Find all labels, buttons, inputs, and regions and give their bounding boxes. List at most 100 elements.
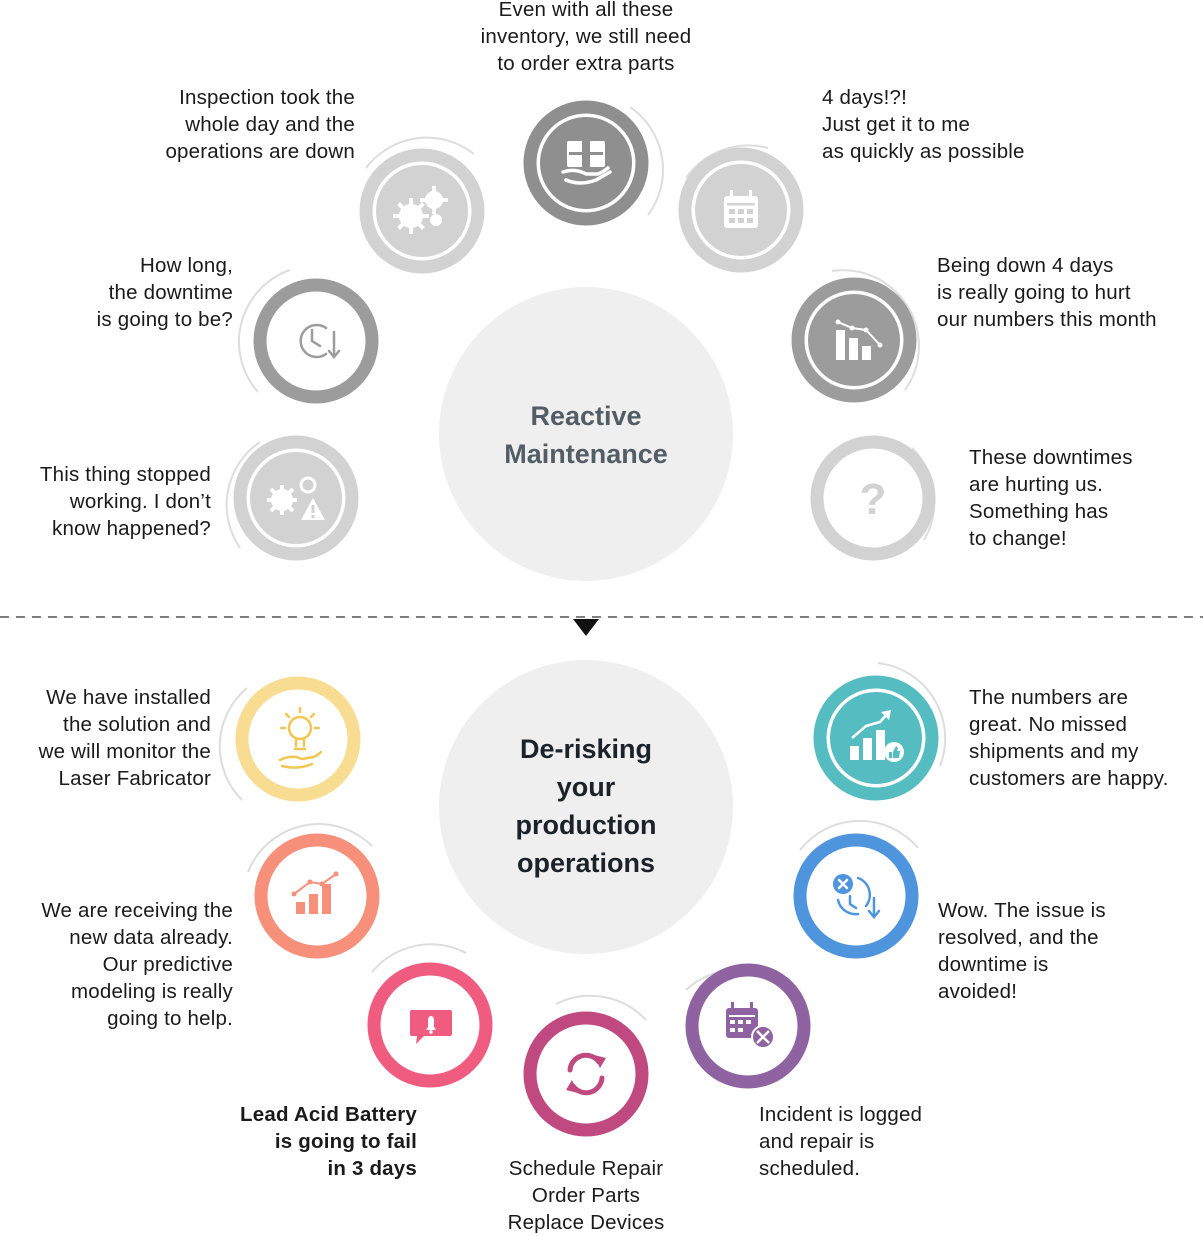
label-line: whole day and the xyxy=(185,113,355,136)
reactive-title-line: Reactive xyxy=(530,401,642,431)
declining-chart-icon xyxy=(835,319,883,360)
growth-chart-icon xyxy=(291,871,339,914)
reactive-title-line: Maintenance xyxy=(504,439,668,469)
label-line: great. No missed xyxy=(969,713,1128,736)
node-how-long-arc xyxy=(238,269,291,393)
label-line: avoided! xyxy=(938,980,1018,1003)
label-line: is going to fail xyxy=(274,1130,417,1153)
label-installed: We have installed the solution and we wi… xyxy=(2,684,211,792)
derisking-center-circle xyxy=(439,660,733,954)
label-line: Incident is logged xyxy=(759,1103,923,1126)
label-line: We have installed xyxy=(46,686,211,709)
node-numbers-hurt-arc xyxy=(831,269,920,391)
label-line: Being down 4 days xyxy=(937,254,1114,277)
node-incident xyxy=(685,963,811,1089)
label-line: going to help. xyxy=(107,1007,233,1030)
calendar-icon xyxy=(724,190,758,228)
resolved-clock-icon xyxy=(833,874,881,919)
node-receiving-arc xyxy=(247,823,373,873)
label-receiving: We are receiving the new data already. O… xyxy=(2,897,233,1032)
label-line: Even with all these xyxy=(498,0,674,21)
reactive-title: Reactive Maintenance xyxy=(436,397,736,473)
node-battery xyxy=(367,943,493,1088)
label-line: new data already. xyxy=(69,926,233,949)
label-line: the solution and xyxy=(63,713,211,736)
node-change: ? xyxy=(810,435,936,561)
label-resolved: Wow. The issue is resolved, and the down… xyxy=(938,897,1158,1005)
label-inventory: Even with all these inventory, we still … xyxy=(436,0,736,77)
label-line: Something has xyxy=(969,500,1109,523)
label-line: Replace Devices xyxy=(507,1211,665,1234)
label-line: the downtime xyxy=(108,281,233,304)
label-stopped: This thing stopped working. I don’t know… xyxy=(2,461,211,542)
node-stopped-arc xyxy=(225,441,261,549)
node-inspection xyxy=(359,136,485,274)
label-line: Inspection took the xyxy=(179,86,355,109)
clock-down-icon xyxy=(299,323,341,359)
node-great xyxy=(813,662,947,801)
label-line: as quickly as possible xyxy=(822,140,1025,163)
label-inspection: Inspection took the whole day and the op… xyxy=(80,84,355,165)
label-line: Laser Fabricator xyxy=(58,767,211,790)
label-line: working. I don’t xyxy=(69,490,211,513)
divider-arrow-icon xyxy=(573,619,599,636)
label-line: scheduled. xyxy=(759,1157,861,1180)
derisking-title-line: operations xyxy=(516,848,656,878)
node-four-days-arc xyxy=(685,144,769,179)
label-line: is going to be? xyxy=(96,308,233,331)
label-line: we will monitor the xyxy=(38,740,211,763)
node-resolved-arc xyxy=(799,819,919,851)
node-installed-arc xyxy=(218,687,248,801)
label-line: are hurting us. xyxy=(969,473,1104,496)
label-great: The numbers are great. No missed shipmen… xyxy=(969,684,1201,792)
label-how-long: How long, the downtime is going to be? xyxy=(40,252,233,333)
label-line: 4 days!?! xyxy=(822,86,907,109)
label-change: These downtimes are hurting us. Somethin… xyxy=(969,444,1189,552)
node-inventory xyxy=(523,100,664,226)
derisking-title-line: production xyxy=(515,810,657,840)
label-four-days: 4 days!?! Just get it to me as quickly a… xyxy=(822,84,1102,165)
node-inventory-arc xyxy=(629,106,664,216)
derisking-title-line: your xyxy=(556,772,616,802)
label-line: resolved, and the xyxy=(938,926,1099,949)
label-line: The numbers are xyxy=(969,686,1129,709)
label-line: inventory, we still need xyxy=(480,25,692,48)
node-four-days xyxy=(678,144,804,273)
label-line: know happened? xyxy=(52,517,211,540)
label-line: Our predictive xyxy=(102,953,233,976)
label-battery: Lead Acid Battery is going to fail in 3 … xyxy=(170,1101,417,1182)
label-line: in 3 days xyxy=(327,1157,417,1180)
label-line: operations are down xyxy=(165,140,355,163)
label-line: Schedule Repair xyxy=(508,1157,664,1180)
label-incident: Incident is logged and repair is schedul… xyxy=(759,1101,979,1182)
label-line: and repair is xyxy=(759,1130,875,1153)
label-line: shipments and my xyxy=(969,740,1139,763)
label-line: Wow. The issue is xyxy=(938,899,1106,922)
refresh-icon xyxy=(566,1052,606,1096)
thumbs-up-chart-icon xyxy=(850,710,904,762)
label-line: Order Parts xyxy=(531,1184,641,1207)
label-line: to order extra parts xyxy=(497,52,675,75)
node-schedule-arc xyxy=(555,994,647,1021)
label-line: to change! xyxy=(969,527,1067,550)
node-installed xyxy=(218,676,361,802)
hand-box-icon xyxy=(561,141,612,185)
node-inspection-arc xyxy=(365,136,475,169)
label-line: Just get it to me xyxy=(822,113,971,136)
label-line: is really going to hurt xyxy=(937,281,1131,304)
lightbulb-hand-icon xyxy=(278,706,323,769)
node-receiving xyxy=(247,823,380,959)
label-line: How long, xyxy=(140,254,233,277)
label-line: This thing stopped xyxy=(39,463,211,486)
node-numbers-hurt xyxy=(791,269,920,403)
label-line: These downtimes xyxy=(969,446,1133,469)
label-line: We are receiving the xyxy=(41,899,233,922)
derisking-title-line: De-risking xyxy=(519,734,653,764)
alert-bell-icon xyxy=(410,1010,452,1044)
label-numbers-hurt: Being down 4 days is really going to hur… xyxy=(937,252,1199,333)
label-line: our numbers this month xyxy=(937,308,1157,331)
node-battery-arc xyxy=(371,943,467,973)
calendar-tools-icon xyxy=(726,1002,775,1049)
node-resolved xyxy=(793,819,919,959)
